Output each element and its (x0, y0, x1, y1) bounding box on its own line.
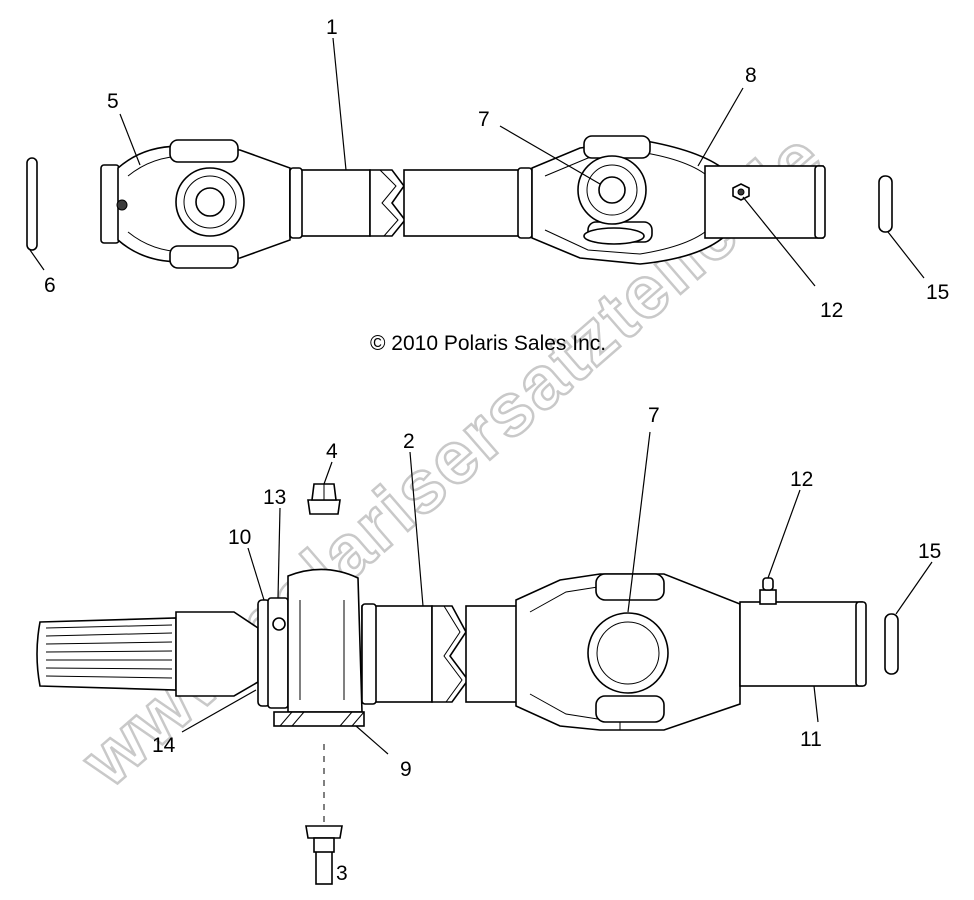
carrier-bearing-bracket (287, 568, 363, 713)
top-tube-right (403, 169, 525, 237)
bottom-tube-right (465, 605, 523, 703)
callout-8: 8 (745, 64, 757, 87)
bracket-base (273, 711, 365, 727)
callout-12-bottom: 12 (790, 468, 813, 491)
callout-7-bottom: 7 (648, 404, 660, 427)
callout-6: 6 (44, 274, 56, 297)
callout-10: 10 (228, 526, 251, 549)
top-slip-tube (704, 165, 824, 239)
copyright-text: © 2010 Polaris Sales Inc. (370, 332, 606, 355)
bottom-grease-fitting (759, 589, 777, 605)
nut-4 (307, 499, 341, 515)
callout-1: 1 (326, 16, 338, 39)
callout-15-bottom: 15 (918, 540, 941, 563)
callout-4: 4 (326, 440, 338, 463)
top-left-end-cap (100, 164, 120, 244)
bottom-bearing-cup (587, 612, 669, 694)
splined-stub (36, 617, 177, 691)
ring-13 (267, 597, 289, 709)
callout-15-top: 15 (926, 281, 949, 304)
callout-9: 9 (400, 758, 412, 781)
callout-7-top: 7 (478, 108, 490, 131)
bottom-shaft-assembly: 4 2 13 10 14 9 3 7 12 11 15 (36, 404, 941, 885)
callout-5: 5 (107, 90, 119, 113)
bolt-3 (315, 849, 333, 885)
top-shaft-assembly: 1 5 6 7 8 12 15 (26, 16, 949, 322)
bottom-leaders (181, 431, 933, 755)
callout-12-top: 12 (820, 299, 843, 322)
callout-13: 13 (263, 486, 286, 509)
callout-2: 2 (403, 430, 415, 453)
callout-14: 14 (152, 734, 176, 757)
pin-6 (26, 157, 38, 251)
snap-ring-15-bottom (884, 613, 899, 675)
snap-ring-15-top (878, 175, 893, 233)
callout-3: 3 (336, 862, 348, 885)
slip-tube-11 (739, 601, 863, 687)
top-leaders (29, 37, 925, 287)
callout-11: 11 (800, 728, 822, 751)
